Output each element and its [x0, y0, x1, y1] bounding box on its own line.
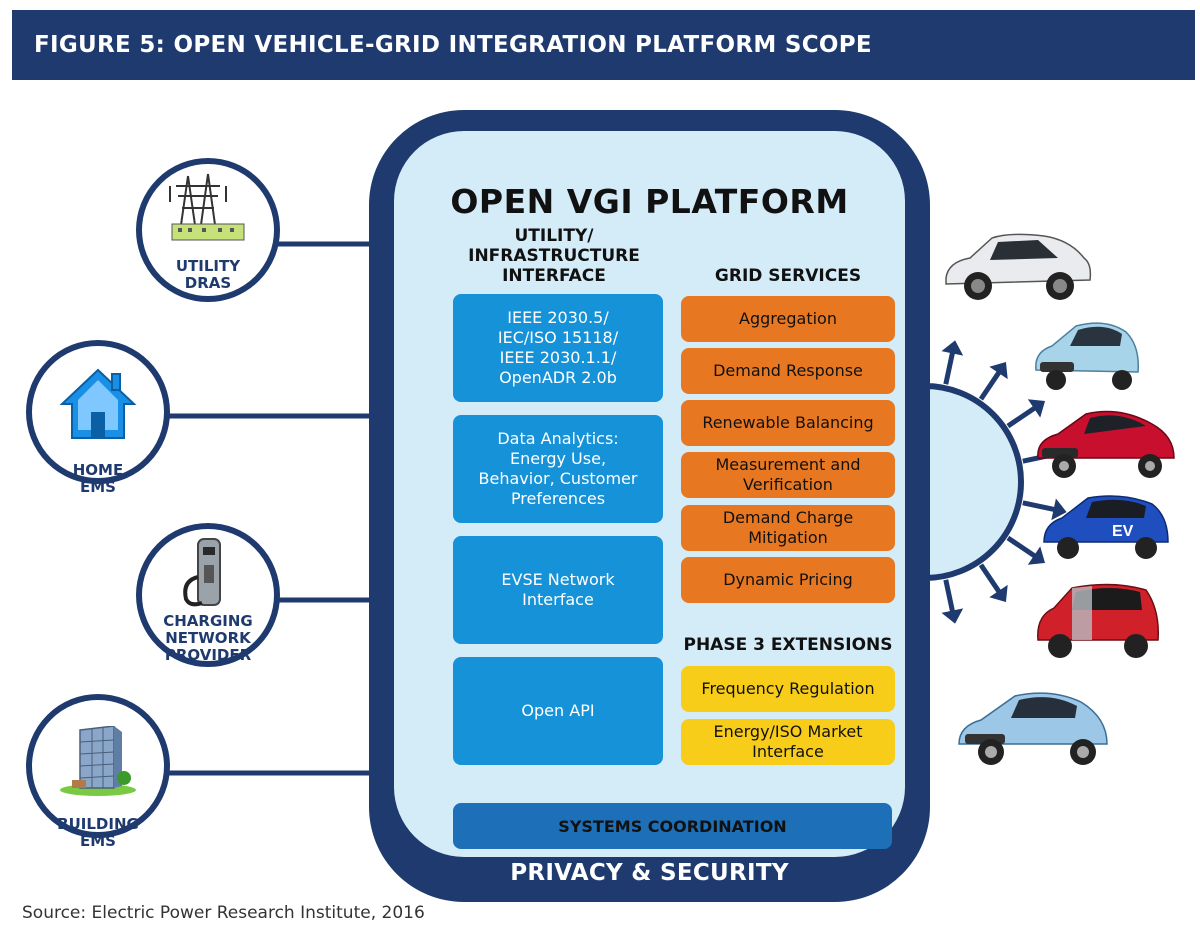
grid-service-dynamic-pricing: Dynamic Pricing: [681, 557, 895, 603]
extension-frequency-regulation: Frequency Regulation: [681, 666, 895, 712]
evse-network-interface-box: EVSE Network Interface: [453, 536, 663, 644]
burst-arrow-shaft: [978, 563, 1001, 593]
burst-arrow-head: [941, 608, 964, 624]
blue-ev-car-icon: EV: [1043, 495, 1169, 559]
grid-service-aggregation-text: Aggregation: [739, 309, 837, 328]
car-decal-text: EV: [1112, 523, 1134, 540]
grid-service-demand-charge-mitigation-text: Demand Charge Mitigation: [722, 508, 854, 547]
standards-box-text: IEEE 2030.5/ IEC/ISO 15118/ IEEE 2030.1.…: [497, 308, 619, 387]
grid-service-measurement-verification: Measurement and Verification: [681, 452, 895, 498]
utility-dras-node: UTILITY DRAS: [136, 158, 280, 302]
charging-network-provider-node: CHARGING NETWORK PROVIDER: [136, 523, 280, 667]
light-blue-hybrid-car-icon: [958, 692, 1108, 765]
data-analytics-box: Data Analytics: Energy Use, Behavior, Cu…: [453, 415, 663, 523]
light-blue-ev-car-icon: [1035, 322, 1139, 390]
grid-services-heading: GRID SERVICES: [714, 266, 862, 286]
phase-3-extensions-heading: PHASE 3 EXTENSIONS: [683, 635, 893, 655]
burst-arrow-shaft: [1006, 535, 1036, 558]
extension-energy-iso-market-interface: Energy/ISO Market Interface: [681, 719, 895, 765]
burst-arrow-head: [989, 584, 1008, 603]
red-ev-car-icon: [1037, 410, 1175, 478]
grid-service-aggregation: Aggregation: [681, 296, 895, 342]
platform-inner-panel: OPEN VGI PLATFORM UTILITY/ INFRASTRUCTUR…: [394, 131, 905, 857]
open-api-box-text: Open API: [521, 701, 595, 720]
burst-arrow-head: [941, 340, 964, 356]
figure-title: FIGURE 5: OPEN VEHICLE-GRID INTEGRATION …: [12, 10, 1195, 80]
systems-coordination-bar: SYSTEMS COORDINATION: [453, 803, 892, 849]
standards-box: IEEE 2030.5/ IEC/ISO 15118/ IEEE 2030.1.…: [453, 294, 663, 402]
office-building-icon: [60, 726, 136, 796]
burst-arrow-head: [1027, 399, 1046, 418]
burst-arrow-shaft: [1022, 500, 1055, 512]
utility-dras-label: UTILITY DRAS: [175, 257, 241, 292]
privacy-security-label: PRIVACY & SECURITY: [510, 860, 789, 886]
burst-arrow-shaft: [943, 579, 955, 612]
source-citation: Source: Electric Power Research Institut…: [22, 903, 425, 923]
grid-service-dynamic-pricing-text: Dynamic Pricing: [723, 570, 853, 589]
ev-charger-icon: [183, 538, 221, 607]
white-ev-car-icon: [945, 233, 1092, 300]
platform-title: OPEN VGI PLATFORM: [450, 182, 849, 221]
burst-arrow-head: [1027, 546, 1046, 565]
red-smart-car-icon: [1037, 583, 1159, 658]
extension-frequency-regulation-text: Frequency Regulation: [701, 679, 875, 698]
building-ems-label: BUILDING EMS: [57, 815, 139, 850]
power-transmission-tower-icon: [169, 173, 245, 241]
evse-network-interface-box-text: EVSE Network Interface: [501, 570, 615, 609]
home-ems-node: HOME EMS: [26, 340, 170, 496]
burst-arrow-shaft: [1006, 406, 1036, 429]
burst-arrow-shaft: [943, 352, 955, 385]
grid-service-renewable-balancing-text: Renewable Balancing: [702, 413, 874, 432]
open-vgi-platform: OPEN VGI PLATFORM UTILITY/ INFRASTRUCTUR…: [369, 110, 930, 902]
grid-service-demand-charge-mitigation: Demand Charge Mitigation: [681, 505, 895, 551]
open-api-box: Open API: [453, 657, 663, 765]
burst-arrow-head: [989, 361, 1008, 380]
extension-energy-iso-market-interface-text: Energy/ISO Market Interface: [713, 722, 863, 761]
grid-service-demand-response: Demand Response: [681, 348, 895, 394]
burst-arrow-shaft: [978, 371, 1001, 401]
grid-service-demand-response-text: Demand Response: [713, 361, 863, 380]
charging-network-provider-label: CHARGING NETWORK PROVIDER: [163, 612, 253, 664]
building-ems-node: BUILDING EMS: [26, 694, 170, 850]
data-analytics-box-text: Data Analytics: Energy Use, Behavior, Cu…: [478, 429, 638, 508]
house-icon: [59, 368, 137, 439]
burst-arrow-head: [1051, 498, 1067, 521]
home-ems-label: HOME EMS: [72, 461, 124, 496]
interface-heading: UTILITY/ INFRASTRUCTURE INTERFACE: [468, 226, 640, 286]
grid-service-renewable-balancing: Renewable Balancing: [681, 400, 895, 446]
grid-service-measurement-verification-text: Measurement and Verification: [715, 455, 861, 494]
